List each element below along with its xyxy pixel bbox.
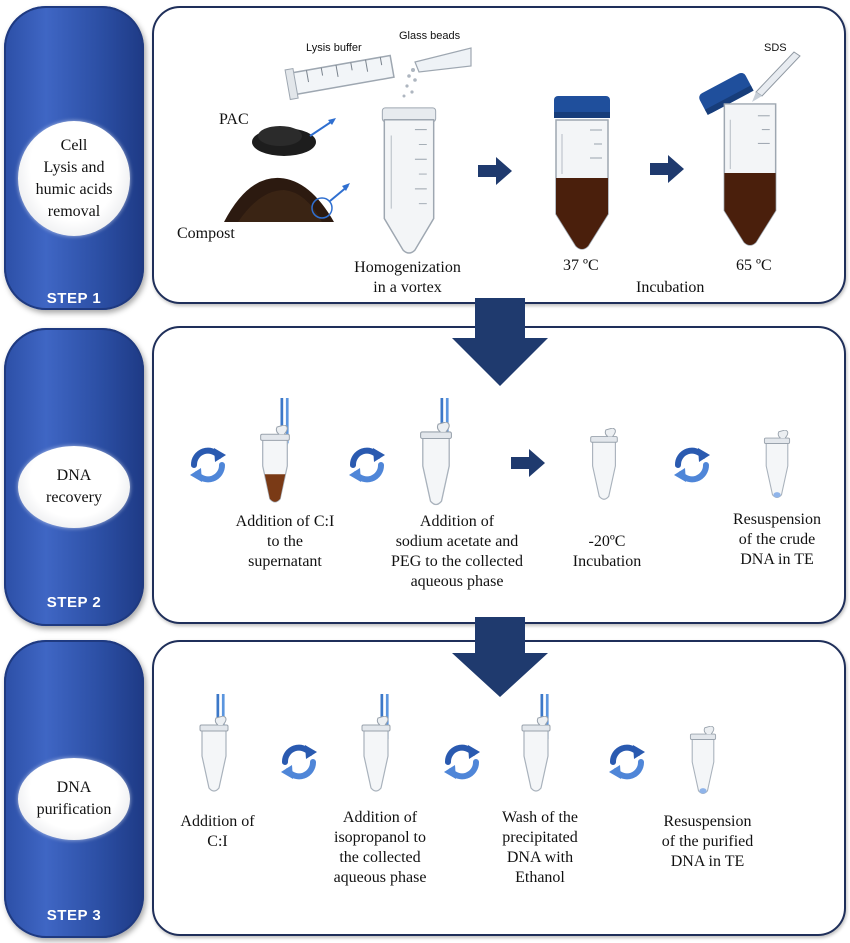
open-cap-icon: [699, 72, 754, 116]
step2-ci-line: supernatant: [248, 553, 322, 570]
step2-sodium-line: Addition of: [419, 513, 495, 530]
microtube-icon: [521, 716, 551, 792]
step2-ci-line: to the: [267, 533, 303, 550]
step3-ci-line: Addition of: [180, 813, 255, 830]
big-down-arrow: [452, 617, 548, 697]
cycle-icon: [345, 443, 389, 487]
step3-resus-line: of the purified: [661, 833, 754, 850]
microtube-icon: [419, 422, 453, 506]
cycle-icon: [440, 740, 484, 784]
homogenization-line: Homogenization: [354, 259, 461, 276]
step2-sodium-line: sodium acetate and: [395, 533, 519, 550]
cycle-icon: [277, 740, 321, 784]
glass-beads-icon: [402, 47, 472, 98]
sds-label: SDS: [764, 42, 787, 54]
step2-ci-label: Addition of C:I to the supernatant: [220, 512, 350, 572]
step-1-badge: STEP 1: [46, 290, 102, 307]
microtube-icon: [590, 428, 618, 500]
small-right-arrow: [478, 157, 512, 185]
step-1-title-oval: Cell Lysis and humic acids removal: [18, 121, 130, 236]
step3-iso-label: Addition of isopropanol to the collected…: [320, 808, 440, 888]
microtube-icon: [199, 716, 229, 792]
lysis-buffer-label: Lysis buffer: [306, 42, 362, 54]
step2-cold-line: -20ºC: [588, 533, 626, 550]
step3-iso-line: aqueous phase: [333, 869, 427, 886]
cycle-icon: [605, 740, 649, 784]
step-2-title-line: recovery: [46, 489, 102, 506]
compost-pile-icon: [224, 177, 350, 222]
step3-iso-line: the collected: [339, 849, 421, 866]
microtube-brown-icon: [260, 425, 290, 503]
step-3-title-line: DNA: [56, 779, 92, 796]
step3-wash-label: Wash of the precipitated DNA with Ethano…: [490, 808, 590, 888]
falcon-tube-65c-icon: [723, 103, 777, 246]
step3-wash-line: Wash of the: [501, 809, 579, 826]
big-down-arrow: [452, 298, 548, 386]
small-right-arrow: [650, 155, 684, 183]
step2-ci-line: Addition of C:I: [235, 513, 335, 530]
step3-iso-line: Addition of: [342, 809, 418, 826]
step-3-column: DNA purification STEP 3: [4, 640, 144, 938]
step-3-title-line: purification: [36, 801, 112, 818]
step3-wash-line: precipitated: [502, 829, 578, 846]
sds-pipette-icon: [752, 51, 801, 102]
microtube-blue-icon: [763, 430, 791, 499]
step3-resus-line: Resuspension: [663, 813, 752, 830]
compost-label: Compost: [177, 225, 235, 242]
step3-ci-label: Addition of C:I: [170, 812, 265, 852]
step2-sodium-line: aqueous phase: [410, 573, 504, 590]
step2-sodium-label: Addition of sodium acetate and PEG to th…: [372, 512, 542, 592]
step-2-title-line: DNA: [56, 467, 92, 484]
step3-resus-label: Resuspension of the purified DNA in TE: [650, 812, 765, 872]
incubation-label: Incubation: [636, 279, 705, 296]
step-2-badge: STEP 2: [46, 594, 102, 611]
lysis-buffer-cylinder-icon: [284, 54, 395, 101]
temp-65c-label: 65 ºC: [736, 257, 772, 274]
step3-ci-line: C:I: [207, 833, 228, 850]
cycle-icon: [670, 443, 714, 487]
step-1-title-line: Cell: [60, 136, 88, 154]
homogenization-line: in a vortex: [373, 279, 442, 296]
homogenization-label: Homogenization in a vortex: [345, 258, 470, 298]
step3-wash-line: Ethanol: [515, 869, 565, 886]
step3-iso-line: isopropanol to: [334, 829, 426, 846]
temp-37c-label: 37 ºC: [563, 257, 599, 274]
falcon-tube-37c-icon: [554, 96, 610, 250]
step-1-column: Cell Lysis and humic acids removal STEP …: [4, 6, 144, 310]
step-3-badge: STEP 3: [46, 907, 102, 924]
step-1-title-line: Lysis and: [43, 158, 105, 176]
step2-sodium-line: PEG to the collected: [391, 553, 523, 570]
step-3-title-oval: DNA purification: [18, 758, 130, 840]
falcon-tube-icon: [381, 107, 437, 254]
step2-resus-line: DNA in TE: [740, 551, 814, 568]
step2-cold-line: Incubation: [572, 553, 642, 570]
glass-beads-label: Glass beads: [399, 30, 461, 42]
microtube-icon: [361, 716, 391, 792]
step-2-title-oval: DNA recovery: [18, 446, 130, 528]
step2-cold-label: -20ºC Incubation: [562, 532, 652, 572]
microtube-blue-icon: [689, 726, 717, 795]
step-1-title-line: humic acids: [35, 180, 113, 198]
step-1-title-line: removal: [47, 202, 101, 220]
step2-resus-line: of the crude: [738, 531, 816, 548]
step3-wash-line: DNA with: [506, 849, 574, 866]
cycle-icon: [186, 443, 230, 487]
pac-pile-icon: [252, 118, 336, 156]
step2-resus-line: Resuspension: [733, 511, 821, 528]
step3-resus-line: DNA in TE: [670, 853, 745, 870]
small-right-arrow: [511, 449, 545, 477]
pac-label: PAC: [219, 111, 249, 128]
step-2-column: DNA recovery STEP 2: [4, 328, 144, 626]
step2-resus-label: Resuspension of the crude DNA in TE: [722, 510, 832, 570]
